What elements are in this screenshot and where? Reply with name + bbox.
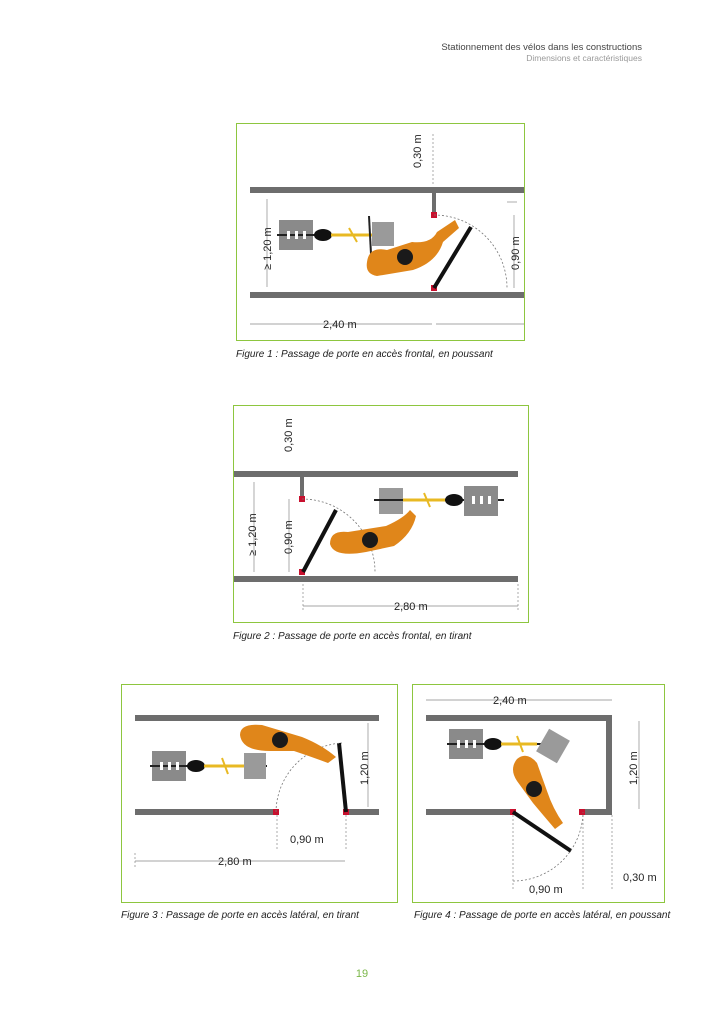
bicycle <box>447 728 570 764</box>
page-number: 19 <box>355 968 369 980</box>
dim-top: 2,40 m <box>493 695 527 707</box>
dim-width: 1,20 m <box>628 751 640 785</box>
door-swing-arc <box>433 214 508 289</box>
dim-length: 2,80 m <box>394 601 428 613</box>
dim-door: 0,90 m <box>529 884 563 896</box>
figure-1-caption: Figure 1 : Passage de porte en accès fro… <box>236 349 493 360</box>
bicycle <box>150 751 267 781</box>
dimension-lines <box>134 723 369 869</box>
header-subtitle: Dimensions et caractéristiques <box>526 53 642 63</box>
door-leaf <box>511 810 573 853</box>
figure-4-drawing: 2,40 m 1,20 m 0,90 m 0,30 m <box>426 695 657 896</box>
door-swing-arc <box>512 811 584 882</box>
person <box>366 220 459 276</box>
door-swing-arc <box>275 742 343 813</box>
walls <box>234 471 518 582</box>
figure-3-drawing: 1,20 m 0,90 m 2,80 m <box>134 715 379 869</box>
bicycle <box>374 486 504 516</box>
door-swing-arc <box>301 498 376 573</box>
dim-width: 1,20 m <box>359 751 371 785</box>
dim-length: 2,80 m <box>218 856 252 868</box>
dim-top: 0,30 m <box>412 134 424 168</box>
figure-2-caption: Figure 2 : Passage de porte en accès fro… <box>233 631 472 642</box>
dim-side: 0,30 m <box>623 872 657 884</box>
door-leaf <box>301 509 338 573</box>
person <box>330 510 416 554</box>
walls <box>135 715 379 815</box>
figure-3: 1,20 m 0,90 m 2,80 m <box>121 684 398 903</box>
header-title: Stationnement des vélos dans les constru… <box>441 42 642 53</box>
dim-length: 2,40 m <box>323 319 357 331</box>
walls <box>426 715 612 815</box>
dim-door: 0,90 m <box>283 520 295 554</box>
hinge-bottom <box>299 569 305 575</box>
figure-4: 2,40 m 1,20 m 0,90 m 0,30 m <box>412 684 665 903</box>
figure-3-caption: Figure 3 : Passage de porte en accès lat… <box>121 910 359 921</box>
figure-2: 0,30 m ≥ 1,20 m 0,90 m 2,80 m <box>233 405 529 623</box>
dimension-lines <box>426 699 640 891</box>
person <box>240 724 336 763</box>
door-leaf <box>432 225 473 290</box>
page-header: Stationnement des vélos dans les constru… <box>441 42 642 64</box>
hinge-right <box>579 809 585 815</box>
bicycle <box>277 215 394 255</box>
figure-1: 0,30 m ≥ 1,20 m 0,90 m 2,40 m <box>236 123 525 341</box>
person <box>513 755 563 829</box>
door-leaf <box>337 742 348 813</box>
figure-1-drawing: 0,30 m ≥ 1,20 m 0,90 m 2,40 m <box>250 134 524 331</box>
dim-door: 0,90 m <box>510 236 522 270</box>
dim-top: 0,30 m <box>283 418 295 452</box>
dim-width: ≥ 1,20 m <box>262 227 274 270</box>
dim-door: 0,90 m <box>290 834 324 846</box>
figure-4-caption: Figure 4 : Passage de porte en accès lat… <box>414 910 671 921</box>
dimension-lines <box>253 482 519 611</box>
figure-2-drawing: 0,30 m ≥ 1,20 m 0,90 m 2,80 m <box>234 418 519 613</box>
dim-width: ≥ 1,20 m <box>247 513 259 556</box>
dimension-lines <box>250 134 524 325</box>
walls <box>250 187 524 298</box>
